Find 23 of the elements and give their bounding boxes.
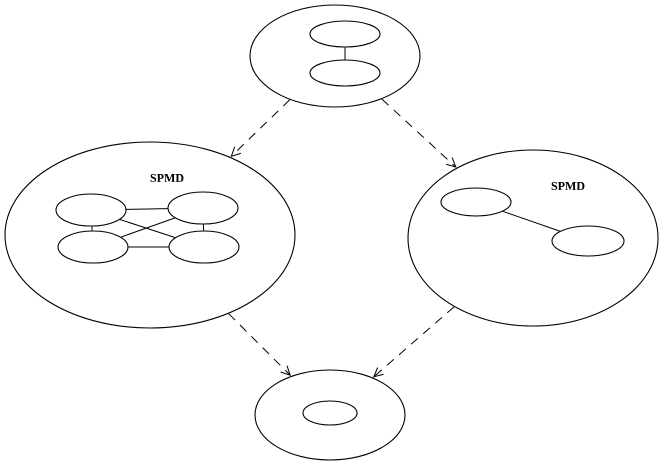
inner-ellipse [167,191,239,225]
inner-ellipse [551,225,625,257]
dashed-arrow [372,306,455,378]
node-label: SPMD [150,174,184,182]
inner-ellipse [309,20,381,48]
connector-line [202,224,204,231]
ellipse-shape [249,4,421,108]
dashed-arrow [230,99,290,158]
inner-ellipse [57,230,129,264]
connector-line [344,47,346,60]
inner-ellipse [55,193,127,227]
connector-line [128,246,169,248]
dashed-arrow [228,313,291,376]
inner-ellipse [440,187,512,217]
connector-line [91,226,93,231]
connector-line [126,208,168,210]
dashed-arrow [381,98,457,168]
ellipse-shape [254,369,406,461]
connector-line [502,210,560,232]
inner-ellipse [302,400,358,426]
inner-ellipse [309,59,381,87]
inner-ellipse [168,230,240,264]
node-label: SPMD [552,182,584,190]
